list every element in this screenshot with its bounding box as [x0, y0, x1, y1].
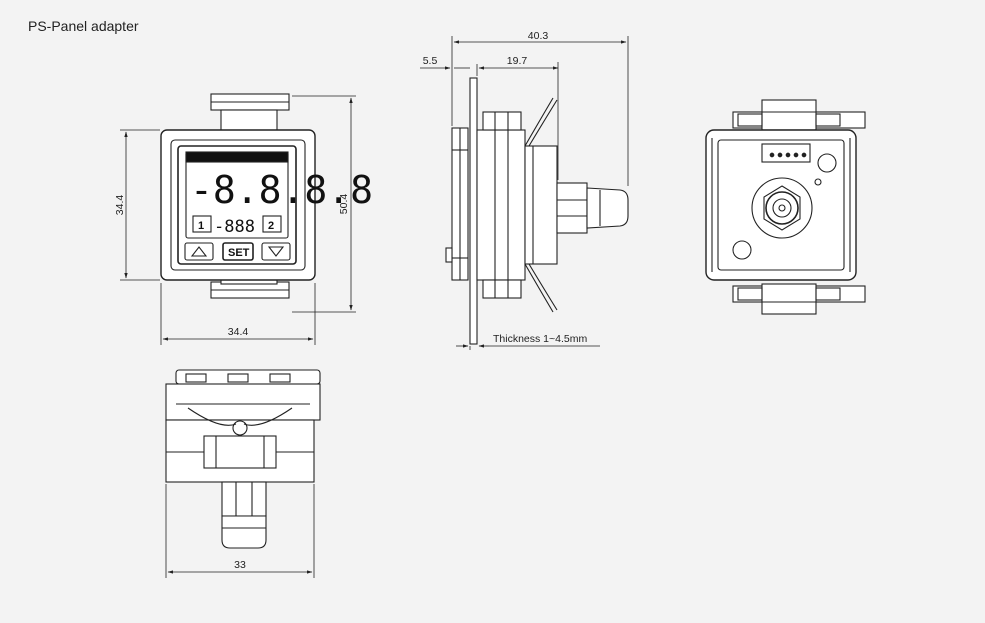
- up-arrow-icon: [190, 246, 208, 257]
- side-dimensions: [420, 36, 629, 350]
- front-dimensions: [120, 95, 356, 345]
- button-2-label: 2: [268, 220, 274, 232]
- set-button-label: SET: [228, 247, 250, 259]
- bottom-view: [165, 369, 321, 549]
- dim-bottom-width: 33: [234, 559, 246, 571]
- front-view: -8.8.8.8 1 -888 2 SET: [160, 93, 373, 299]
- dim-side-body: 19.7: [507, 55, 528, 67]
- dim-side-front: 5.5: [423, 55, 438, 67]
- rear-view: [705, 99, 866, 315]
- bottom-dimensions: [165, 484, 315, 578]
- button-1-label: 1: [198, 220, 204, 232]
- main-digits: -8.8.8.8: [190, 168, 373, 212]
- dim-thickness: Thickness 1~4.5mm: [493, 333, 587, 345]
- side-view: [445, 77, 629, 345]
- dim-front-height: 34.4: [114, 195, 126, 216]
- dim-side-overall: 40.3: [528, 30, 549, 42]
- dim-front-overall-height: 50.4: [338, 194, 350, 215]
- dim-front-width: 34.4: [228, 326, 249, 338]
- sub-digits: -888: [214, 217, 255, 237]
- down-arrow-icon: [267, 246, 285, 257]
- drawing-title: PS-Panel adapter: [28, 18, 139, 34]
